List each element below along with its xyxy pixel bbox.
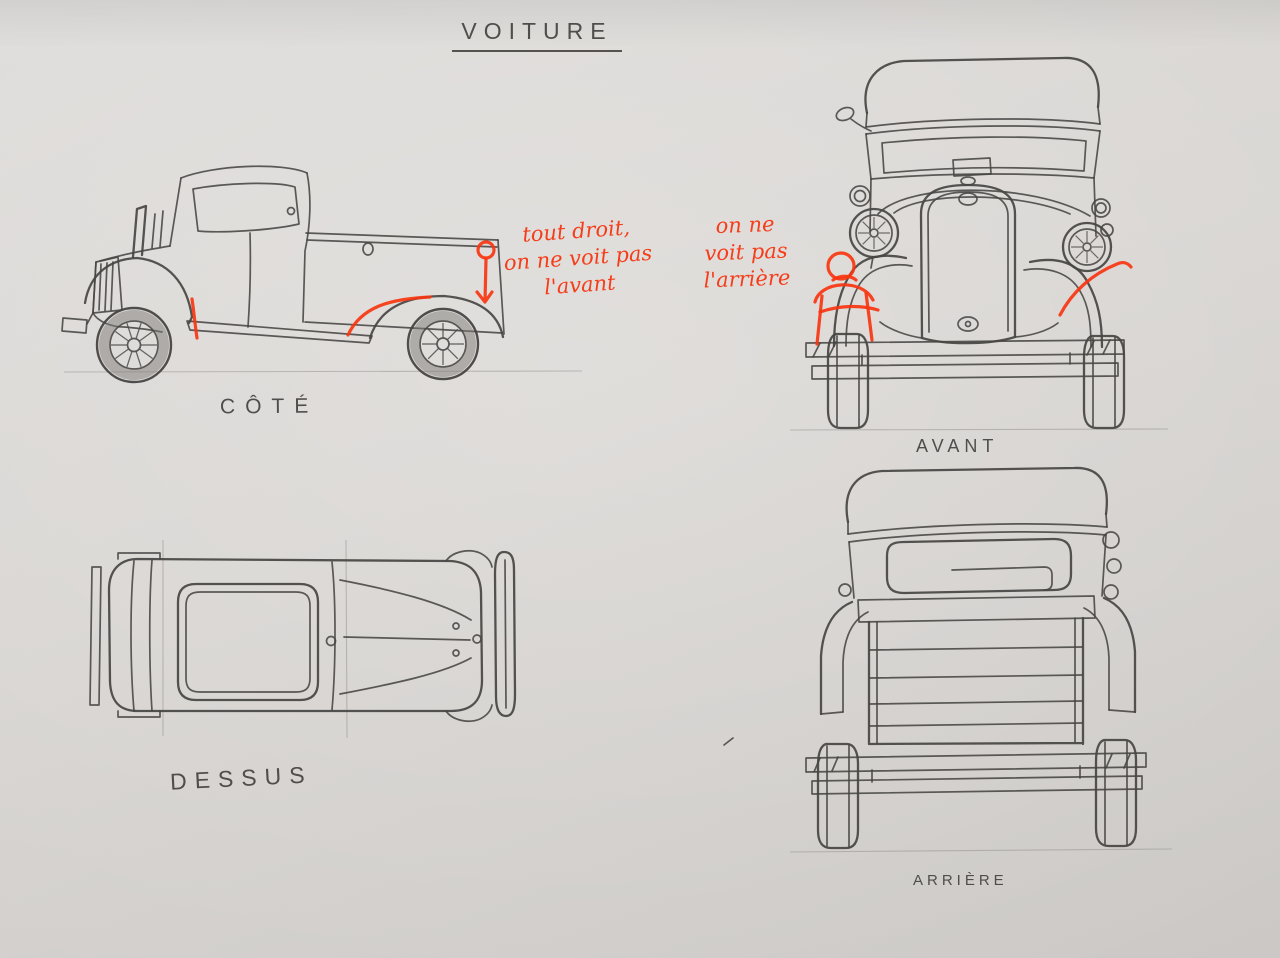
side-front-wheel (95, 306, 173, 384)
red-rear-fender-mark (346, 295, 432, 337)
top-view-drawing (89, 539, 517, 739)
annotation-line: voit pas (704, 238, 788, 266)
front-view-drawing (789, 56, 1169, 431)
rear-bed-panel (857, 595, 1096, 746)
red-stick-figure-front (813, 251, 880, 346)
label-front-view: AVANT (916, 436, 999, 456)
drawing-title: VOITURE (452, 18, 622, 52)
rear-view-drawing (723, 466, 1173, 853)
label-rear-view: ARRIÈRE (913, 872, 1008, 889)
top-rear-bumper (89, 566, 102, 706)
side-rear-wheel (406, 307, 480, 381)
side-view-drawing (61, 165, 583, 384)
top-front-bumper (493, 550, 517, 718)
annotation-rear-note: on ne voit pas l'arrière (691, 210, 802, 294)
red-front-wheel-mark (190, 297, 199, 340)
annotation-side-note: tout droit, on ne voit pas l'avant (495, 213, 660, 305)
red-ink-marks (190, 240, 1133, 346)
annotation-line: on ne (715, 211, 775, 239)
headlight-left (848, 207, 900, 269)
annotation-line: l'arrière (703, 265, 791, 293)
red-stick-figure-side (475, 240, 496, 304)
label-side-view: CÔTÉ (219, 394, 319, 419)
headlight-right (1061, 221, 1113, 273)
radiator-grille (919, 176, 1017, 345)
red-right-fender-mark (1058, 260, 1133, 317)
side-mirror (835, 106, 872, 132)
front-bumper (805, 339, 1125, 380)
rear-window (885, 537, 1073, 595)
